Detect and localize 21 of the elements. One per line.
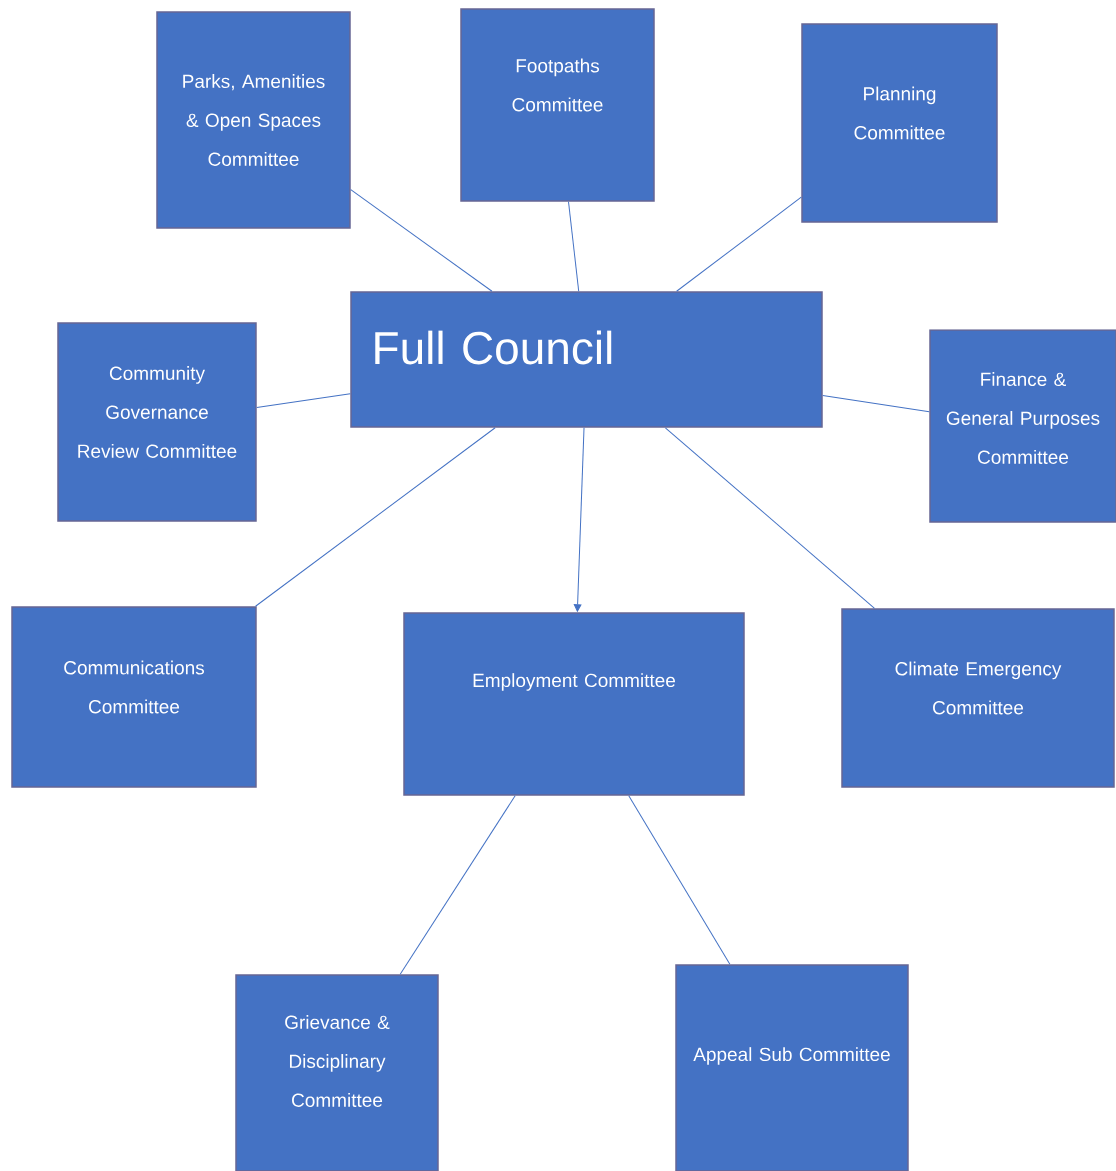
connector-line [256,393,351,409]
connector-line [399,795,516,975]
committee-box: Community Governance Review Committee [57,322,257,522]
connector-line [568,201,580,292]
committee-box: Communications Committee [11,606,257,788]
committee-box: Parks, Amenities & Open Spaces Committee [156,11,351,229]
connector-line [628,795,731,965]
connector-line [573,427,585,612]
committee-box: Appeal Sub Committee [675,964,909,1171]
committee-box: Grievance & Disciplinary Committee [235,974,439,1171]
connector-line [822,394,930,413]
connector-line [350,189,493,292]
connector-line [676,196,802,292]
committee-box: Climate Emergency Committee [841,608,1115,788]
connector-line [664,427,876,609]
committee-box: Footpaths Committee [460,8,655,202]
committee-box: Planning Committee [801,23,998,223]
committee-box: Full Council [350,291,823,428]
committee-box: Employment Committee [403,612,745,796]
connector-line [255,427,496,607]
committee-box: Finance & General Purposes Committee [929,329,1116,523]
